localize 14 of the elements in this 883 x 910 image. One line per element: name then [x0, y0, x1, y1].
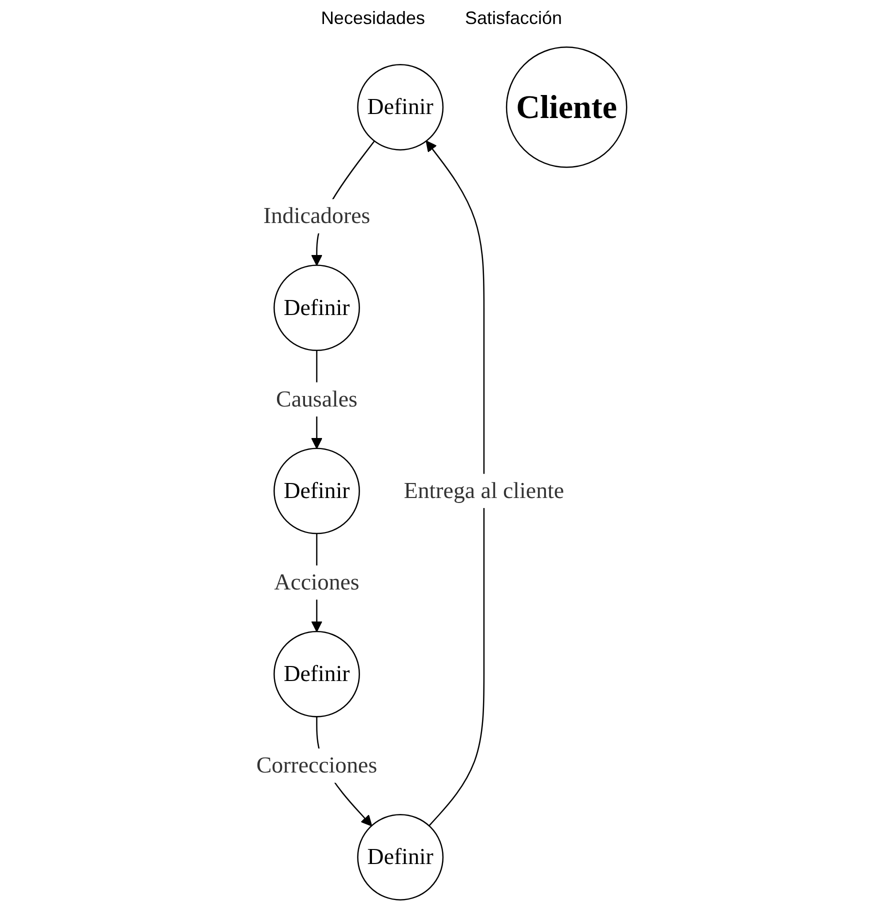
arrow: [426, 140, 485, 826]
edge-label: Entrega al cliente: [404, 478, 564, 504]
edge-label: Indicadores: [263, 202, 370, 228]
edge-label: Causales: [276, 386, 358, 412]
node-circle: Definir: [274, 630, 360, 718]
node-circle: Definir: [274, 264, 360, 352]
cycle-label: Necesidades: [320, 8, 425, 29]
node-circle: Definir: [357, 64, 444, 150]
cycle-label: Satisfacción: [465, 8, 562, 29]
node-circle: Definir: [357, 814, 444, 900]
node-circle: Definir: [274, 448, 360, 534]
edge-label: Correcciones: [256, 752, 378, 778]
edge-label: Acciones: [274, 569, 360, 595]
node-circle: Cliente: [506, 46, 628, 168]
